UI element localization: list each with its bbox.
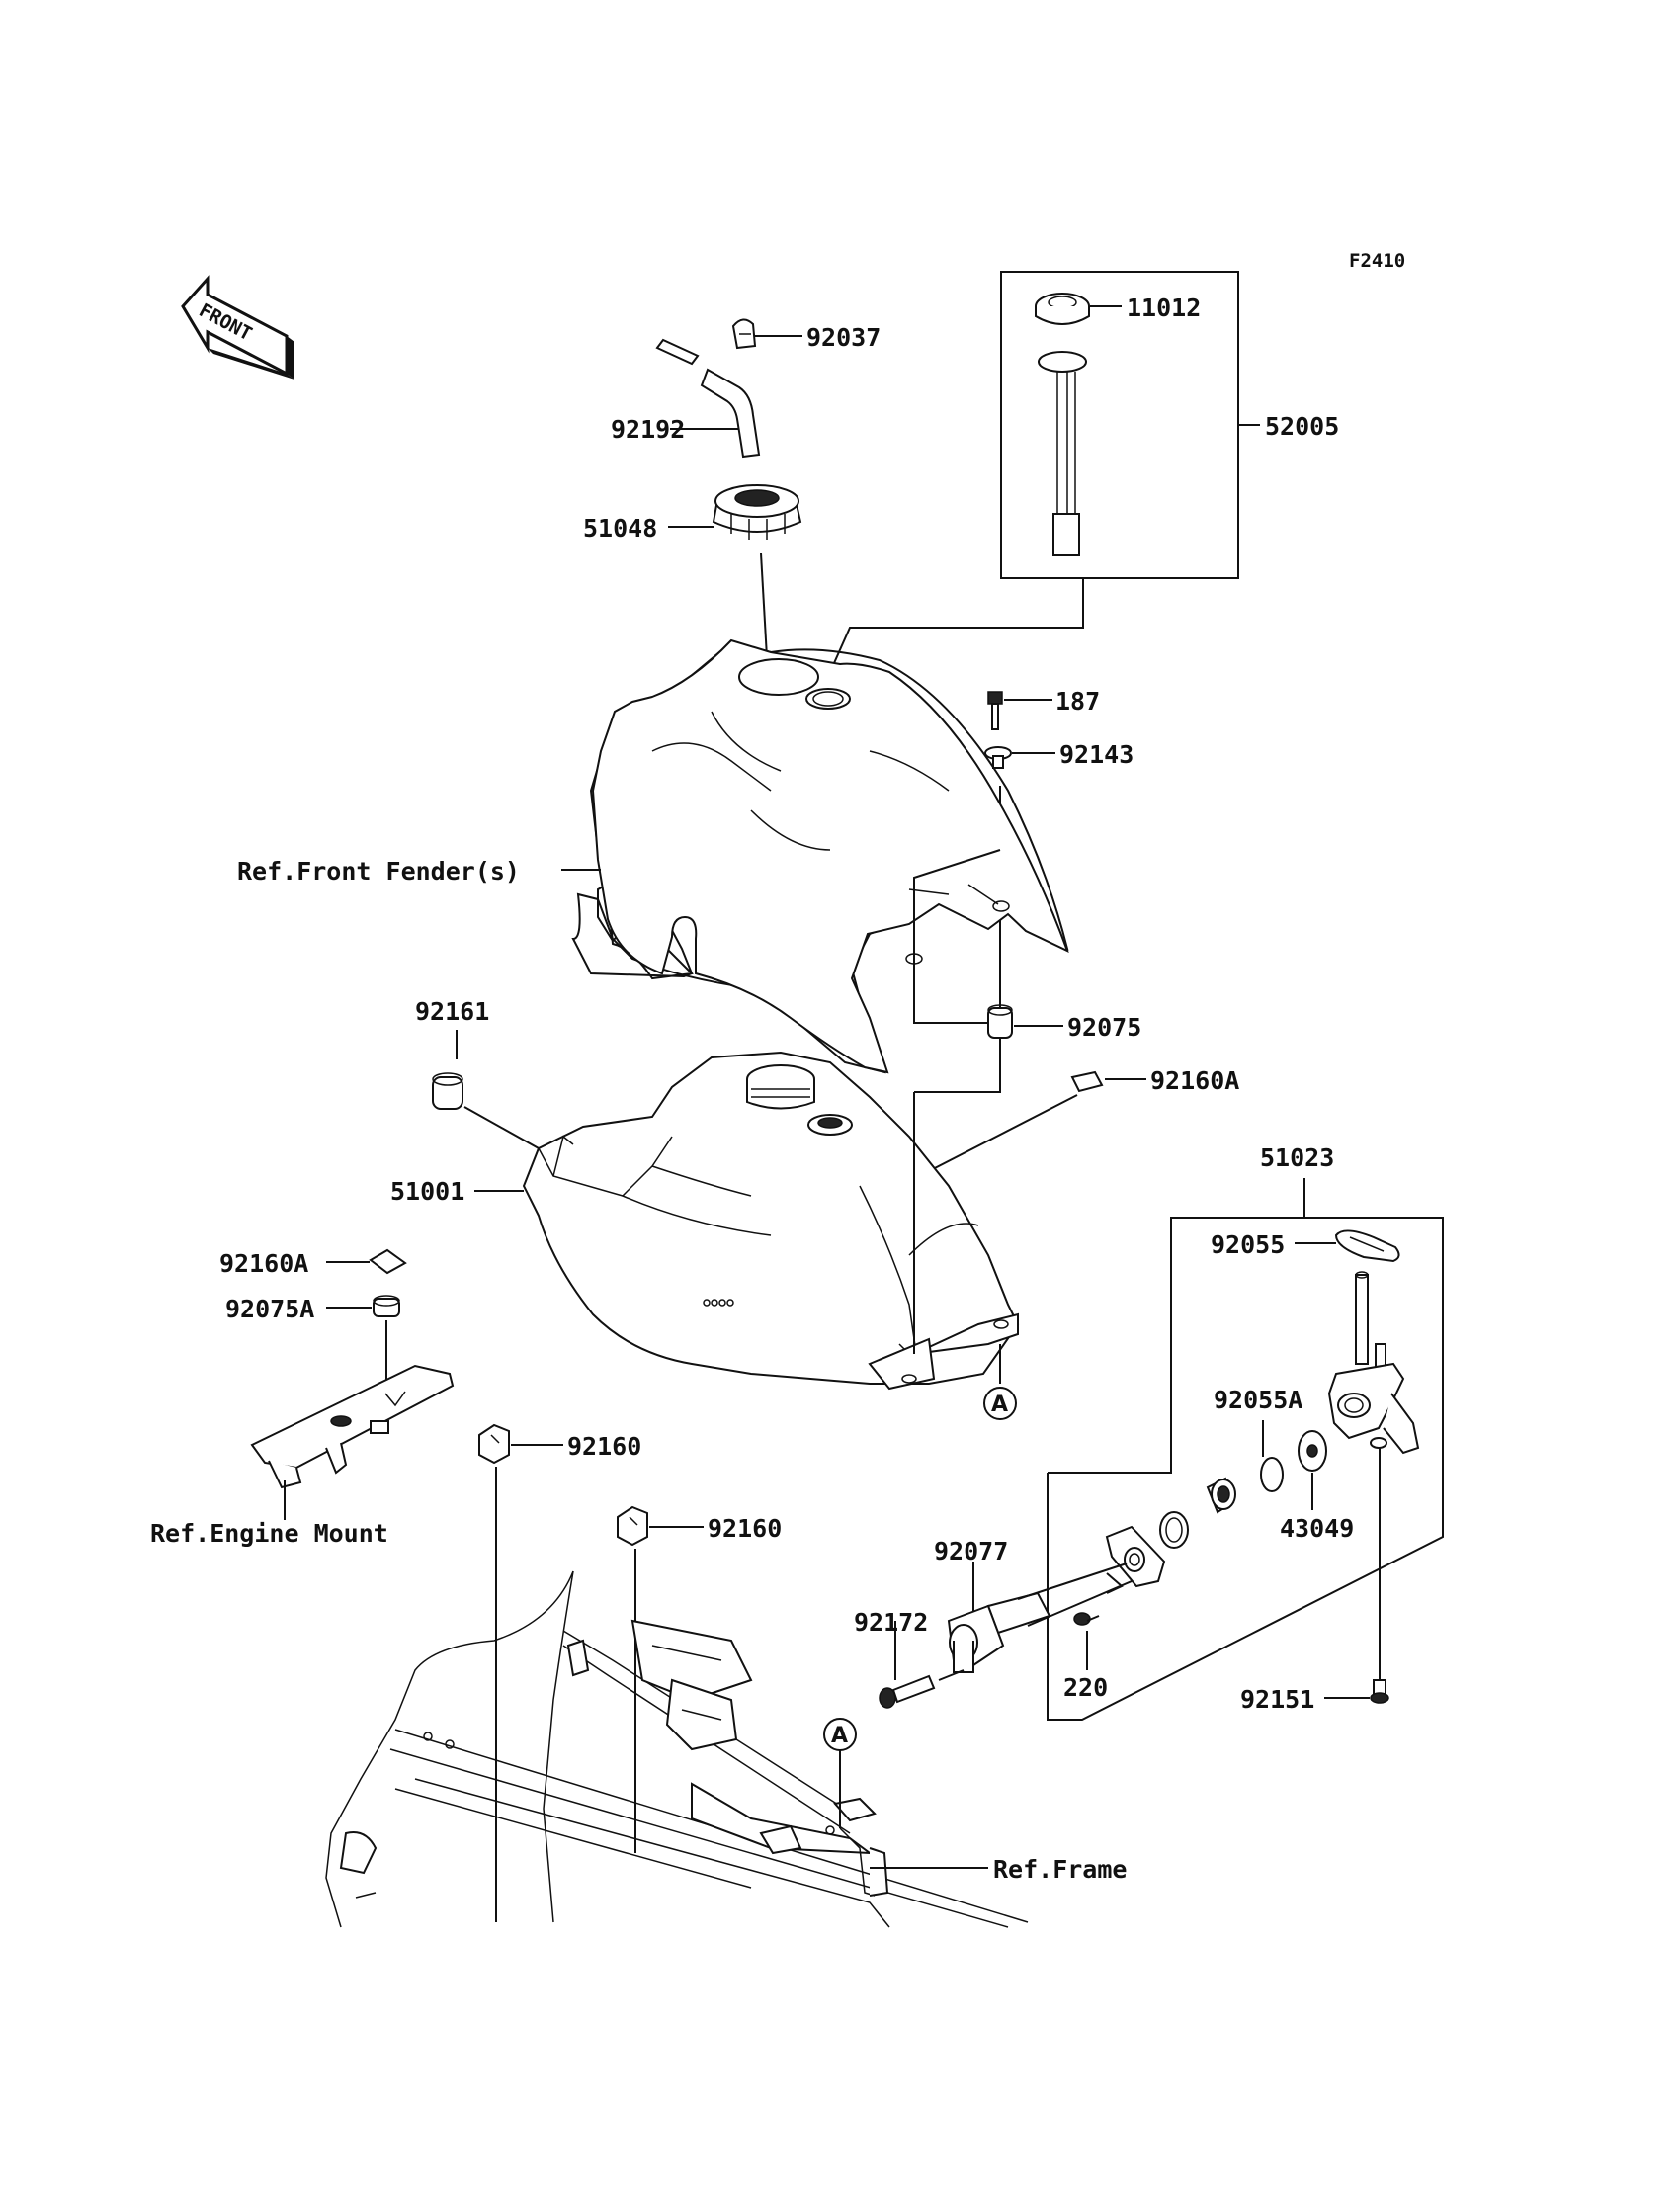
fuel-cap-51048 xyxy=(668,484,802,658)
damper-92075A xyxy=(326,1295,400,1394)
damper-92075 xyxy=(987,1004,1063,1039)
part-92077-label: 92077 xyxy=(934,1537,1008,1565)
gasket-92055 xyxy=(1295,1229,1400,1263)
pad-92160A-left xyxy=(326,1248,407,1275)
ref-marker-a-tank: A xyxy=(991,1393,1008,1417)
packing-43049 xyxy=(1298,1430,1327,1510)
front-arrow-icon: FRONT xyxy=(181,275,294,380)
grommet-92161 xyxy=(432,1030,540,1149)
part-92161-label: 92161 xyxy=(415,997,489,1026)
ref-frame-label: Ref.Frame xyxy=(993,1855,1127,1884)
fuel-cock-bracket xyxy=(1047,1178,1444,1721)
screw-92151 xyxy=(1324,1679,1389,1704)
lever-92077 xyxy=(947,1562,1133,1673)
part-92037-label: 92037 xyxy=(806,323,881,352)
ref-engine-mount-label: Ref.Engine Mount xyxy=(150,1519,388,1548)
part-92160A-left-label: 92160A xyxy=(219,1249,308,1278)
part-92192-label: 92192 xyxy=(611,415,685,444)
part-92143-label: 92143 xyxy=(1059,740,1134,769)
part-92055-label: 92055 xyxy=(1211,1230,1285,1259)
part-92075-label: 92075 xyxy=(1067,1013,1141,1042)
hose-92192 xyxy=(655,338,761,459)
bolt-187 xyxy=(987,691,1052,730)
part-51023-label: 51023 xyxy=(1260,1143,1334,1172)
part-92055A-label: 92055A xyxy=(1214,1386,1302,1414)
part-92172-label: 92172 xyxy=(854,1608,928,1637)
part-92151-label: 92151 xyxy=(1240,1685,1314,1714)
part-220-label: 220 xyxy=(1063,1673,1108,1702)
engine-mount xyxy=(250,1364,455,1520)
ref-marker-a-frame: A xyxy=(831,1724,848,1748)
part-51048-label: 51048 xyxy=(583,514,657,543)
filter-parts xyxy=(1105,1477,1236,1588)
part-43049-label: 43049 xyxy=(1280,1514,1354,1543)
part-11012-label: 11012 xyxy=(1127,294,1201,322)
clip-92160-a xyxy=(478,1423,563,1922)
fuel-cock-body xyxy=(1327,1271,1420,1680)
diagram-code: F2410 xyxy=(1349,250,1405,272)
part-92160-a-label: 92160 xyxy=(567,1432,641,1461)
fuel-gauge-group xyxy=(829,271,1260,673)
fuel-tank-51001 xyxy=(474,1051,1020,1420)
part-92075A-label: 92075A xyxy=(225,1295,314,1323)
pad-92160A-top xyxy=(928,1070,1146,1172)
screw-220 xyxy=(1073,1572,1124,1670)
ref-front-fender-label: Ref.Front Fender(s) xyxy=(237,857,520,886)
part-92160-b-label: 92160 xyxy=(708,1514,782,1543)
front-fender xyxy=(561,638,1069,1074)
frame xyxy=(325,1570,1029,1928)
part-52005-label: 52005 xyxy=(1265,412,1339,441)
part-51001-label: 51001 xyxy=(390,1177,464,1206)
screw-92172 xyxy=(879,1621,965,1709)
clip-92037 xyxy=(731,318,802,350)
oring-92055A xyxy=(1260,1420,1284,1492)
part-92160A-top-label: 92160A xyxy=(1150,1066,1239,1095)
part-187-label: 187 xyxy=(1055,687,1100,716)
